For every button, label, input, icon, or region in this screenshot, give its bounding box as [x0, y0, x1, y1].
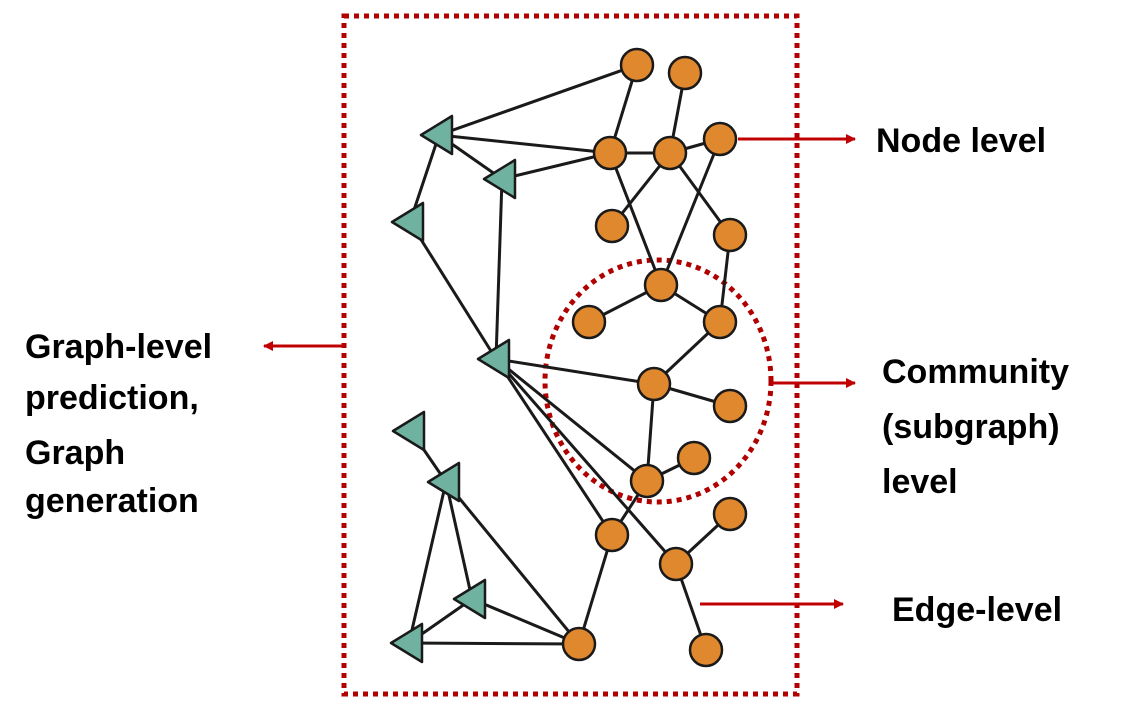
graph-node-triangle-t1	[419, 114, 454, 156]
graph-node-circle-c13	[629, 463, 665, 499]
community-level-label-line1: Community	[882, 353, 1069, 391]
graph-edge-t6-t7	[444, 481, 474, 600]
graph-node-circle-c2	[667, 55, 703, 91]
node-level-label: Node level	[876, 122, 1047, 160]
graph-level-label-line4: generation	[25, 482, 199, 520]
graph-edge-t7-c18	[471, 597, 580, 646]
community-level-label-line3: level	[882, 463, 958, 501]
graph-node-circle-c10	[702, 304, 738, 340]
graph-level-label-line1: Graph-level	[25, 328, 213, 366]
community-level-label-line2: (subgraph)	[882, 408, 1060, 446]
graph-edge-t1-c1	[438, 63, 638, 137]
graph-edge-t2-t4	[494, 178, 504, 360]
graph-edge-t3-t4	[408, 221, 498, 360]
graph-edge-t6-c18	[444, 481, 581, 645]
graph-node-circle-c11	[636, 366, 672, 402]
graph-edge-t4-c17	[494, 358, 678, 565]
graph-node-circle-c8	[643, 267, 679, 303]
graph-edge-c3-c8	[608, 152, 663, 286]
graph-node-circle-c17	[658, 546, 694, 582]
graph-node-circle-c6	[594, 208, 630, 244]
graph-edge-t8-c18	[408, 641, 580, 646]
graph-node-triangle-t8	[389, 622, 424, 664]
edge-level-label: Edge-level	[892, 591, 1063, 629]
graph-node-triangle-t3	[390, 201, 425, 243]
graph-node-circle-c19	[688, 632, 724, 668]
graph-node-circle-c18	[561, 626, 597, 662]
graph-node-circle-c3	[592, 135, 628, 171]
graph-node-circle-c12	[712, 388, 748, 424]
graph-node-circle-c1	[619, 47, 655, 83]
graph-node-circle-c9	[571, 304, 607, 340]
graph-node-triangle-t5	[391, 410, 426, 452]
graph-edge-t4-c13	[495, 357, 648, 483]
graph-edge-t4-c11	[495, 357, 655, 386]
graph-node-circle-c5	[702, 121, 738, 157]
annotation-arrows	[263, 134, 856, 609]
graph-edge-t1-c3	[438, 133, 611, 155]
graph-edge-t2-c3	[501, 151, 611, 181]
graph-node-circle-c4	[652, 135, 688, 171]
graph-edge-t4-c15	[494, 358, 614, 536]
graph-edge-t6-t8	[407, 481, 448, 644]
graph-node-triangle-t4	[476, 338, 511, 380]
graph-node-circle-c16	[712, 496, 748, 532]
graph-edge-c15-c18	[577, 534, 614, 645]
graph-boundary-box	[341, 13, 800, 697]
graph-level-label-line2: prediction,	[25, 379, 199, 417]
node-layer	[389, 47, 748, 668]
graph-edge-c5-c8	[659, 138, 722, 286]
graph-node-circle-c15	[594, 517, 630, 553]
graph-node-triangle-t7	[452, 578, 487, 620]
graph-level-label-line3: Graph	[25, 434, 126, 472]
community-outline	[542, 257, 774, 505]
graph-node-triangle-t6	[426, 461, 461, 503]
graph-node-circle-c14	[676, 440, 712, 476]
graph-node-circle-c7	[712, 217, 748, 253]
graph-node-triangle-t2	[482, 158, 517, 200]
